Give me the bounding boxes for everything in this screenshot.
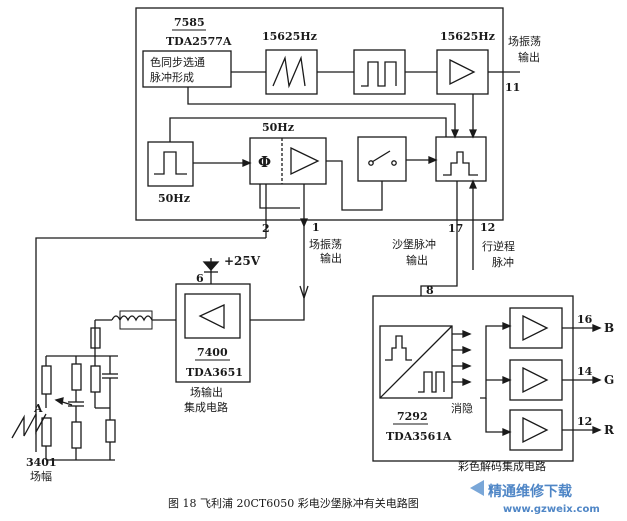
green-amp-triangle-icon (522, 366, 549, 394)
blue-amp-triangle-icon (522, 314, 549, 342)
v-osc-label-line2: 输出 (320, 251, 342, 265)
pin-16: 16 (577, 313, 593, 326)
pin-6: 6 (196, 272, 204, 285)
tda2577a-chip-outline (135, 7, 504, 221)
watermark-url: www.gzweix.com (503, 504, 600, 515)
tda2577a-model: TDA2577A (166, 35, 232, 48)
sandcastle-label-line1: 沙堡脉冲 (392, 237, 436, 251)
v-osc-label-line1: 场振荡 (309, 237, 342, 251)
watermark-title: 精通维修下载 (488, 483, 572, 500)
sawtooth-waveform-icon (272, 55, 306, 89)
square-pulse-icon (361, 61, 397, 87)
vertical-output-triangle-icon (198, 303, 225, 330)
pin-8: 8 (426, 284, 434, 297)
field-pulse-block (147, 141, 194, 187)
output-b-label: B (604, 321, 614, 335)
amplifier-triangle-icon (449, 58, 476, 86)
field-pulse-frequency-label: 50Hz (158, 192, 190, 205)
tda3651-chip-outline (175, 283, 251, 383)
blanking-label: 消隐 (451, 401, 473, 415)
sandcastle-pulse-icon (443, 151, 478, 176)
amplitude-potentiometer (41, 417, 52, 447)
line-pulse-block (353, 49, 406, 95)
switch-contact-icon (371, 150, 391, 163)
deflection-coil-icon (111, 315, 153, 322)
field-pulse-icon (154, 151, 187, 175)
amp-frequency-label: 15625Hz (440, 30, 495, 43)
field-amp-triangle-icon (290, 146, 320, 176)
output-g-label: G (604, 373, 614, 387)
tda2577a-part-number: 7585 (174, 16, 205, 29)
pin-2: 2 (262, 222, 270, 235)
sync-block-line2: 脉冲形成 (150, 70, 194, 84)
pin-17: 17 (448, 222, 463, 235)
sync-block-line1: 色同步选通 (150, 55, 205, 69)
flyback-label-line2: 脉冲 (492, 255, 514, 269)
watermark-logo-icon (470, 480, 484, 496)
pin-14: 14 (577, 365, 593, 378)
tda3561a-chip-outline (372, 295, 574, 462)
sandcastle-generator-block (435, 136, 487, 182)
blue-amp-block (509, 307, 563, 349)
output-r-label: R (604, 423, 615, 437)
sandcastle-input-icon (385, 335, 412, 361)
h-osc-label-line1: 场振荡 (508, 34, 541, 48)
switch-block (357, 136, 407, 182)
decoded-pulse-icon (418, 371, 445, 393)
ramp-frequency-label: 15625Hz (262, 30, 317, 43)
figure-caption: 图 18 飞利浦 20CT6050 彩电沙堡脉冲有关电路图 (168, 496, 419, 510)
tda3561a-model: TDA3561A (386, 430, 452, 443)
pin-11: 11 (505, 81, 520, 94)
tda3651-desc-line2: 集成电路 (184, 400, 228, 414)
tda3561a-part-number: 7292 (397, 410, 428, 423)
oscillator-frequency-label: 50Hz (262, 121, 294, 134)
pin-1: 1 (312, 221, 320, 234)
phase-detector-symbol: Φ (258, 153, 271, 171)
h-osc-label-line2: 输出 (518, 50, 540, 64)
sandcastle-label-line2: 输出 (406, 253, 428, 267)
tda3651-desc-line1: 场输出 (190, 385, 223, 399)
red-amp-triangle-icon (522, 416, 549, 444)
ramp-generator-block (265, 49, 318, 95)
ramp-waveform-icon (11, 413, 47, 439)
supply-voltage: +25V (224, 254, 261, 268)
flyback-label-line1: 行逆程 (482, 239, 515, 253)
sandcastle-decoder-block (379, 325, 453, 399)
line-driver-block (436, 49, 489, 95)
pin-12: 12 (480, 221, 495, 234)
tda3561a-desc: 彩色解码集成电路 (458, 459, 546, 473)
amplitude-pot-label: 场幅 (30, 469, 52, 483)
sync-gating-block (142, 50, 232, 88)
tda3651-amp-block (184, 293, 241, 339)
supply-diode-icon (202, 261, 220, 271)
red-amp-block (509, 409, 563, 451)
tda3651-model: TDA3651 (186, 366, 243, 379)
pin-12-decoder: 12 (577, 415, 592, 428)
green-amp-block (509, 359, 563, 401)
tda3651-part-number: 7400 (197, 346, 228, 359)
point-a-label: A (33, 402, 43, 415)
amplitude-pot-number: 3401 (26, 456, 57, 469)
